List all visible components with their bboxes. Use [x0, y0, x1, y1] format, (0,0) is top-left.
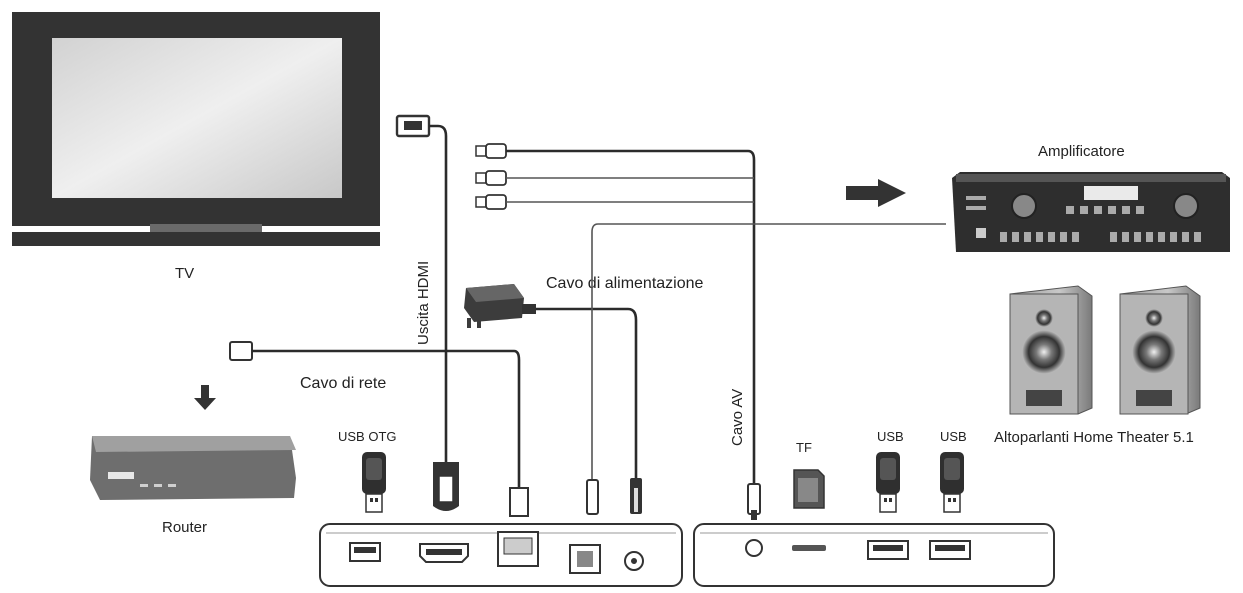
tv-label: TV	[175, 265, 194, 282]
network-cable-label: Cavo di rete	[300, 375, 386, 392]
power-cable-label: Cavo di alimentazione	[546, 275, 704, 292]
av-cable-label: Cavo AV	[729, 389, 746, 446]
tv-box-back-panel	[319, 523, 683, 587]
tf-label: TF	[796, 440, 812, 455]
hdmi-output-label: Uscita HDMI	[415, 261, 432, 345]
amplifier-device	[952, 172, 1230, 252]
volume-knob-right	[1173, 193, 1199, 219]
av-jack	[745, 539, 763, 557]
amplifier-label: Amplificatore	[1038, 143, 1125, 160]
tv-screen	[52, 38, 342, 198]
usb-otg-label: USB OTG	[338, 429, 397, 444]
usb-label-2: USB	[940, 429, 967, 444]
woofer-right	[1132, 330, 1176, 374]
usb-stick-1	[876, 452, 900, 513]
spdif-port	[569, 544, 601, 574]
tv-base	[12, 232, 380, 246]
woofer-left	[1022, 330, 1066, 374]
arrow-down-icon	[194, 385, 216, 410]
audio-cable-amp	[586, 223, 946, 515]
arrow-right-icon	[846, 179, 906, 207]
speaker-left	[1009, 285, 1093, 415]
tv-device	[12, 12, 380, 246]
speakers-label: Altoparlanti Home Theater 5.1	[994, 429, 1194, 446]
volume-knob-left	[1011, 193, 1037, 219]
router-device	[90, 436, 296, 500]
amplifier-display	[1084, 186, 1138, 200]
tf-card	[793, 469, 825, 509]
router-logo	[108, 472, 134, 479]
router-label: Router	[162, 519, 207, 536]
usb-stick-otg	[362, 452, 386, 513]
tv-stand	[150, 224, 262, 232]
tv-box-side-panel	[693, 523, 1055, 587]
tf-slot	[792, 545, 826, 551]
power-adapter	[464, 284, 642, 514]
av-cable-tv	[475, 143, 761, 520]
network-cable	[229, 341, 529, 517]
usb-stick-2	[940, 452, 964, 513]
hdmi-cable	[395, 114, 459, 511]
speaker-right	[1119, 285, 1201, 415]
usb-label-1: USB	[877, 429, 904, 444]
